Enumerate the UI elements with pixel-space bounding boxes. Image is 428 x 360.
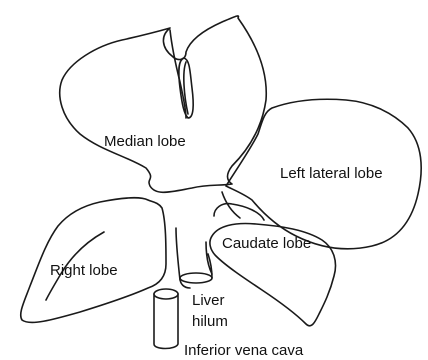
liver-hilum-label-line2: hilum: [192, 313, 228, 330]
left-lateral-lobe-label: Left lateral lobe: [280, 165, 383, 182]
ivc-body: [154, 294, 178, 349]
liver-hilum-label-line1: Liver: [192, 292, 225, 309]
right-lobe-label: Right lobe: [50, 262, 118, 279]
right-lobe-outline: [21, 198, 166, 323]
right-lobe: [21, 198, 166, 323]
ivc-top-opening: [154, 289, 178, 299]
caudate-lobe-label: Caudate lobe: [222, 235, 311, 252]
liver-hilum: [176, 228, 212, 288]
inferior-vena-cava-label: Inferior vena cava: [184, 342, 304, 359]
caudate-lobe: [210, 204, 336, 326]
hilum-left-wall: [176, 228, 180, 280]
median-lobe-label: Median lobe: [104, 133, 186, 150]
median-lobe-outline: [60, 16, 267, 192]
inferior-vena-cava: [154, 289, 178, 349]
hilum-vessel-end: [180, 273, 212, 283]
median-lobe: [60, 16, 267, 192]
